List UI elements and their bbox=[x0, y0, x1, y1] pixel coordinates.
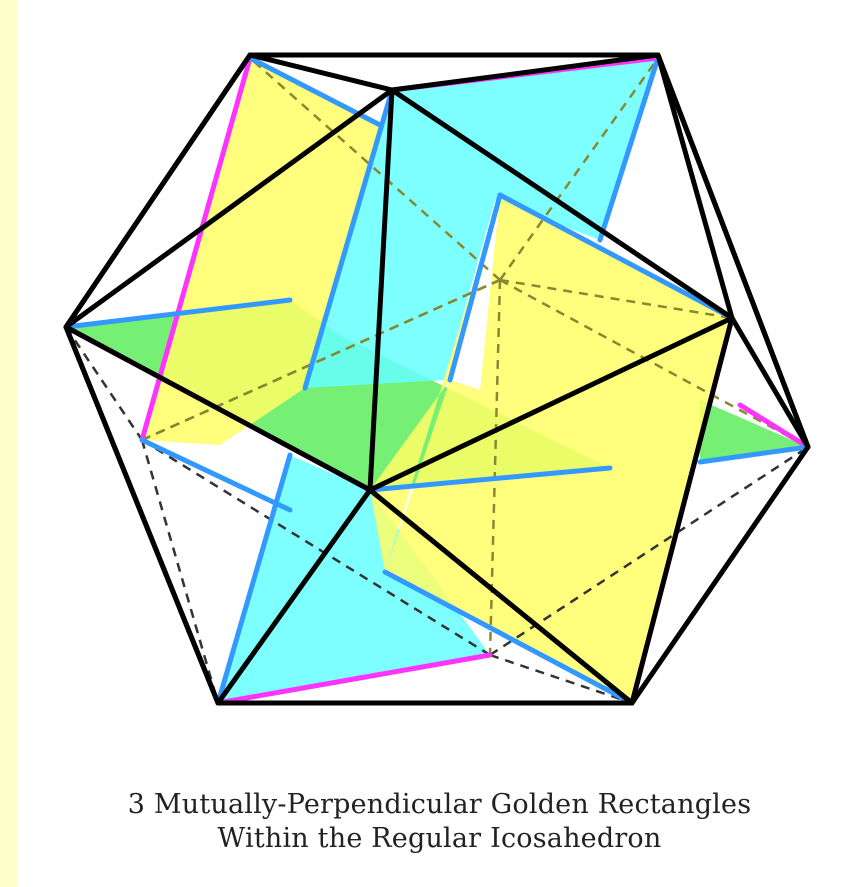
blue-edge bbox=[382, 569, 635, 706]
blue-edge bbox=[497, 192, 735, 321]
blue-edge bbox=[302, 87, 395, 391]
yellow-golden-rectangle-front bbox=[385, 195, 732, 703]
icosahedron-edges bbox=[63, 52, 811, 706]
blue-edge bbox=[63, 297, 293, 330]
blue-edge bbox=[367, 465, 613, 493]
cyan-golden-rectangle bbox=[305, 58, 658, 388]
caption-line-2: Within the Regular Icosahedron bbox=[217, 823, 662, 854]
blue-edge bbox=[215, 452, 293, 706]
blue-edge bbox=[139, 437, 293, 513]
yellow-golden-rectangle bbox=[142, 58, 380, 445]
rectangle-fills bbox=[66, 58, 808, 703]
blue-edge bbox=[597, 55, 661, 243]
green-golden-rectangle-right bbox=[700, 400, 808, 462]
magenta-edge bbox=[737, 402, 811, 450]
blue-edge bbox=[697, 444, 811, 465]
caption-line-1: 3 Mutually-Perpendicular Golden Rectangl… bbox=[127, 789, 752, 820]
yellow-golden-rectangle-mid bbox=[370, 195, 500, 572]
magenta-edge bbox=[215, 652, 493, 706]
figure-caption: 3 Mutually-Perpendicular Golden Rectangl… bbox=[18, 788, 861, 856]
cyan-golden-rectangle-lower bbox=[218, 455, 490, 703]
blue-edge bbox=[447, 192, 503, 383]
